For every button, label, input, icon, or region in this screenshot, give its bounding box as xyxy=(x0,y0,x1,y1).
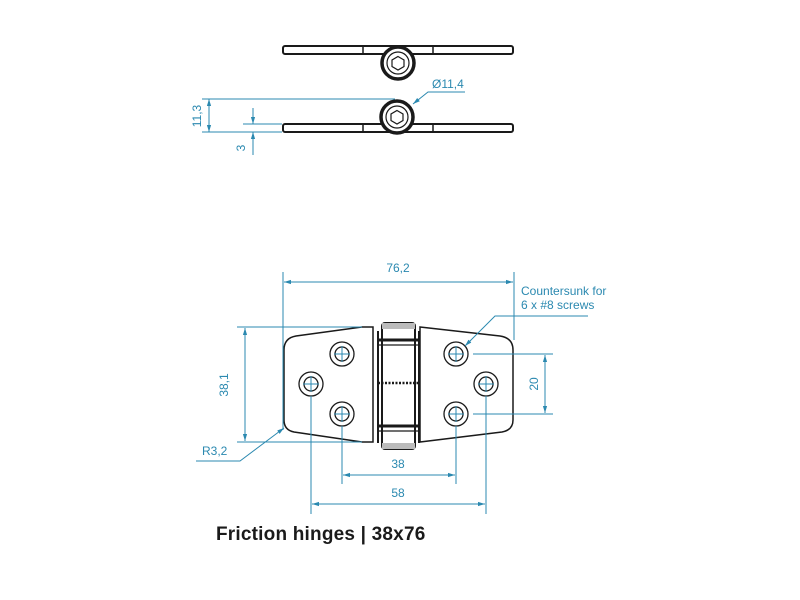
screw-holes xyxy=(298,341,499,427)
front-view-hinge xyxy=(283,322,514,450)
leaf-thickness-label: 3 xyxy=(234,144,248,151)
side-view-top xyxy=(282,45,514,81)
corner-radius-label: R3,2 xyxy=(202,444,228,458)
product-title: Friction hinges | 38x76 xyxy=(216,524,426,545)
screw-hole xyxy=(443,401,469,427)
countersunk-note-line1: Countersunk for xyxy=(521,284,606,298)
screw-hole xyxy=(473,371,499,397)
screw-hole xyxy=(298,371,324,397)
hole-spacing-outer-label: 58 xyxy=(391,486,405,500)
screw-hole xyxy=(329,341,355,367)
side-view-dimensions xyxy=(202,91,465,155)
screw-hole xyxy=(329,401,355,427)
overall-length-label: 76,2 xyxy=(386,261,410,275)
front-view-dimensions xyxy=(196,272,588,514)
height-open-label: 11,3 xyxy=(190,104,204,127)
countersunk-note-line2: 6 x #8 screws xyxy=(521,298,594,312)
side-view-bottom xyxy=(282,99,514,135)
hole-spacing-inner-label: 38 xyxy=(391,457,405,471)
knuckle-diameter-label: Ø11,4 xyxy=(432,77,464,91)
screw-hole xyxy=(443,341,469,367)
hole-spacing-vertical-label: 20 xyxy=(527,377,541,391)
overall-width-label: 38,1 xyxy=(217,373,231,397)
